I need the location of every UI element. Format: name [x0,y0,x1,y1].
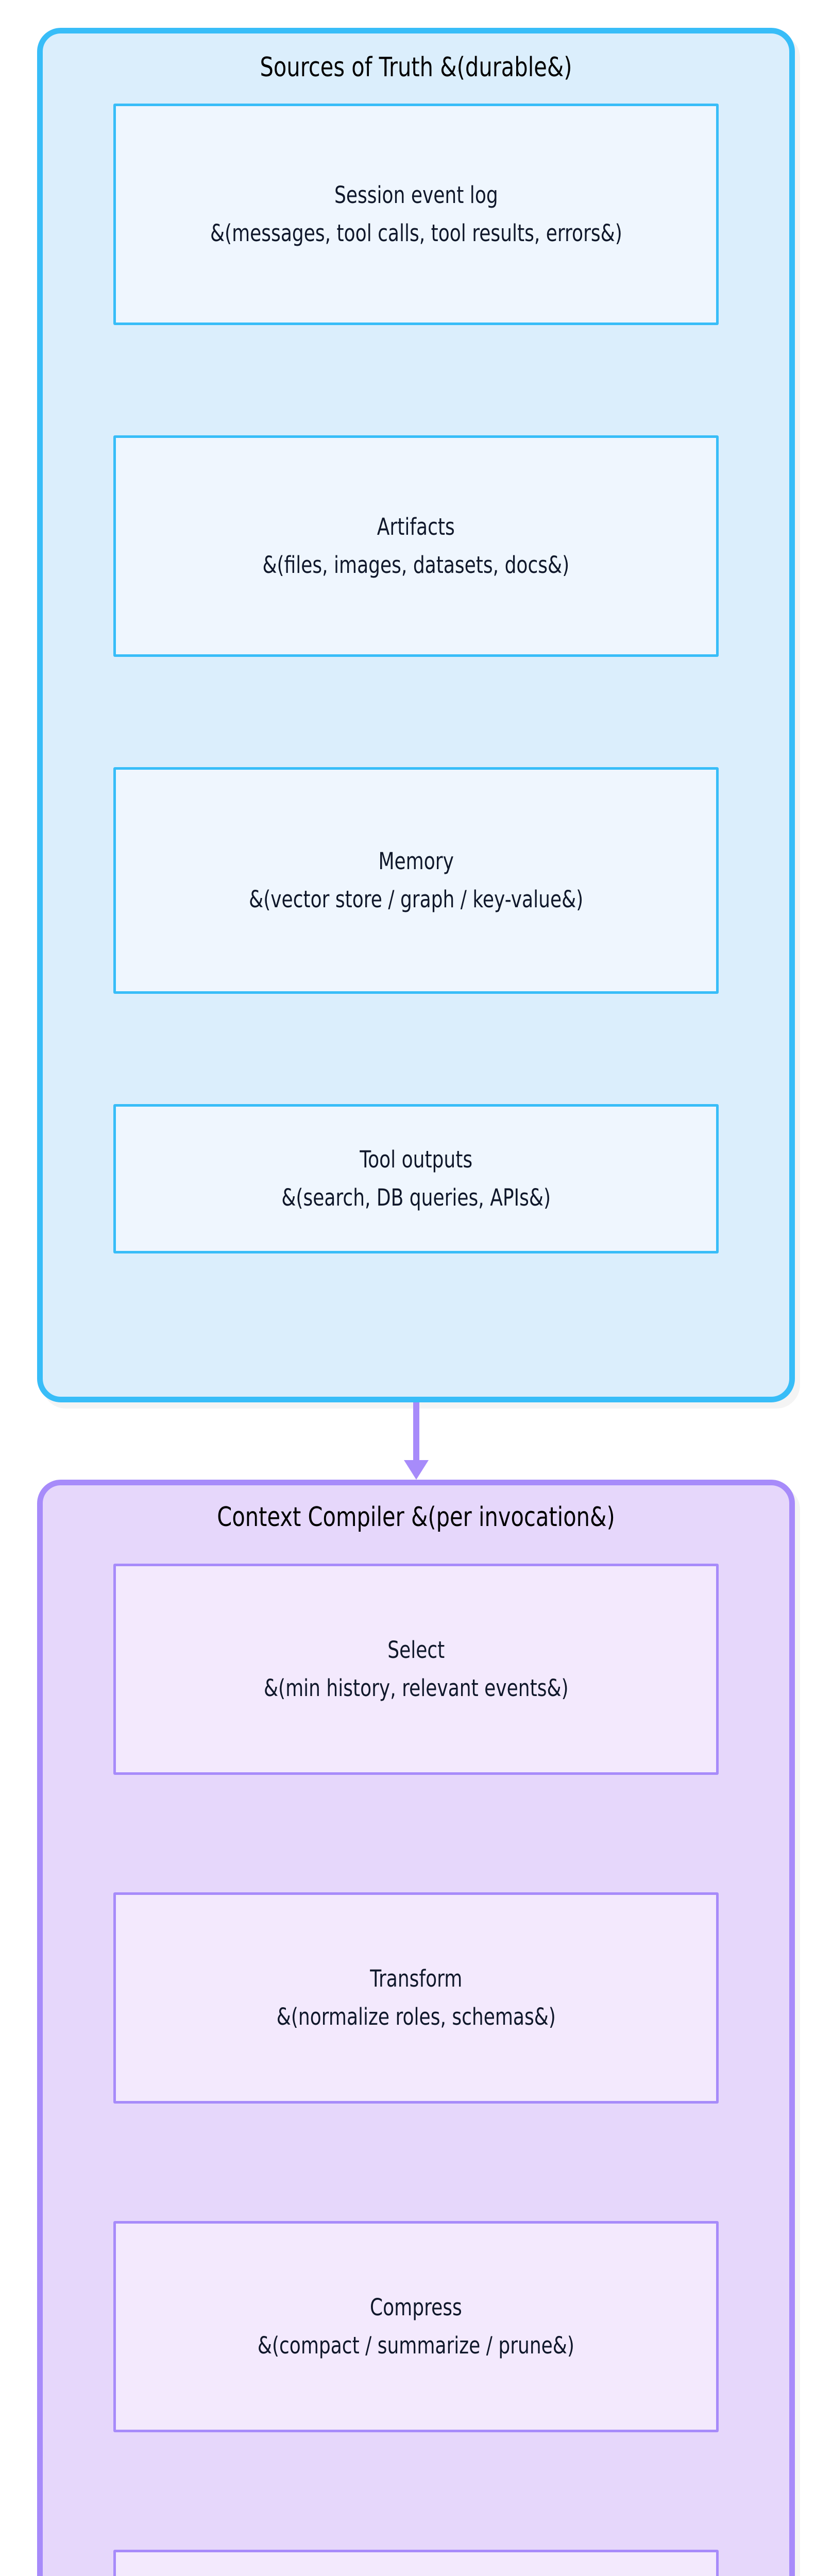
node-label-tool-outputs: Tool outputs &(search, DB queries, APIs&… [281,1146,551,1211]
node-transform[interactable]: Transform &(normalize roles, schemas&) [113,1892,719,2104]
node-label-artifacts: Artifacts &(files, images, datasets, doc… [262,513,570,579]
arrow-sources-to-compiler [37,1402,795,1480]
group-body-context-compiler: Select &(min history, relevant events&) … [43,1485,789,2576]
node-artifacts[interactable]: Artifacts &(files, images, datasets, doc… [113,435,719,657]
node-label-memory: Memory &(vector store / graph / key-valu… [248,848,584,913]
node-tool-outputs[interactable]: Tool outputs &(search, DB queries, APIs&… [113,1104,719,1253]
arrow-down-icon [403,1402,429,1480]
group-body-sources-of-truth: Session event log &(messages, tool calls… [43,33,789,1253]
node-label-session-event-log: Session event log &(messages, tool calls… [210,181,622,247]
node-memory[interactable]: Memory &(vector store / graph / key-valu… [113,767,719,994]
group-sources-of-truth[interactable]: Sources of Truth &(durable&) Session eve… [37,28,795,1402]
node-label-compress: Compress &(compact / summarize / prune&) [257,2294,575,2359]
node-label-select: Select &(min history, relevant events&) [263,1636,569,1702]
node-compress[interactable]: Compress &(compact / summarize / prune&) [113,2221,719,2432]
node-select[interactable]: Select &(min history, relevant events&) [113,1564,719,1775]
node-format[interactable]: Format &(stable prefix, tool defs, cache… [113,2550,719,2576]
node-label-transform: Transform &(normalize roles, schemas&) [276,1965,556,2030]
group-context-compiler[interactable]: Context Compiler &(per invocation&) Sele… [37,1480,795,2576]
node-session-event-log[interactable]: Session event log &(messages, tool calls… [113,104,719,325]
